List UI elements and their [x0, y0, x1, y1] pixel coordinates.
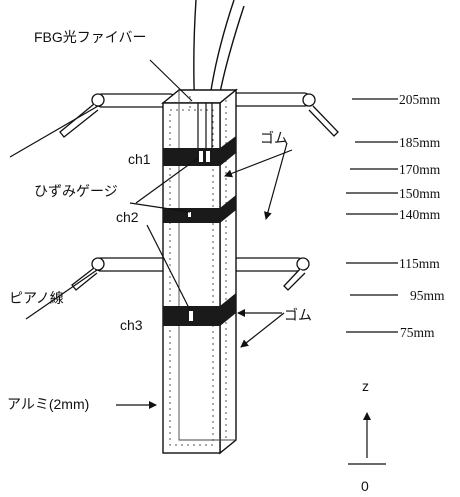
- rubber-band-ch2: [163, 195, 236, 223]
- ch3-label: ch3: [120, 317, 143, 333]
- level-95mm: 95mm: [410, 288, 445, 303]
- rubber-band-ch3: [163, 293, 236, 326]
- height-scale: [346, 98, 398, 333]
- level-170mm: 170mm: [399, 162, 441, 177]
- rubber-band-ch1: [163, 136, 236, 166]
- rubber-label-bottom: ゴム: [284, 307, 312, 323]
- z-axis: [348, 412, 386, 465]
- level-115mm: 115mm: [399, 256, 440, 271]
- level-75mm: 75mm: [400, 325, 435, 340]
- rubber-label-top: ゴム: [260, 130, 288, 146]
- piano-wire-label: ピアノ線: [9, 290, 64, 306]
- ch2-label: ch2: [116, 209, 139, 225]
- origin-label: 0: [361, 478, 369, 494]
- aluminum-label: アルミ(2mm): [7, 396, 89, 412]
- lower-support-arms: [71, 257, 310, 291]
- fbg-fiber-label: FBG光ファイバー: [34, 29, 147, 45]
- level-205mm: 205mm: [399, 92, 441, 107]
- aluminum-column: [161, 88, 238, 455]
- level-140mm: 140mm: [399, 207, 441, 222]
- level-185mm: 185mm: [399, 135, 441, 150]
- leader-lines: [9, 59, 293, 409]
- level-150mm: 150mm: [399, 186, 441, 201]
- z-axis-label: z: [362, 378, 369, 394]
- strain-gauge-label: ひずみゲージ: [34, 183, 118, 199]
- ch1-label: ch1: [128, 151, 151, 167]
